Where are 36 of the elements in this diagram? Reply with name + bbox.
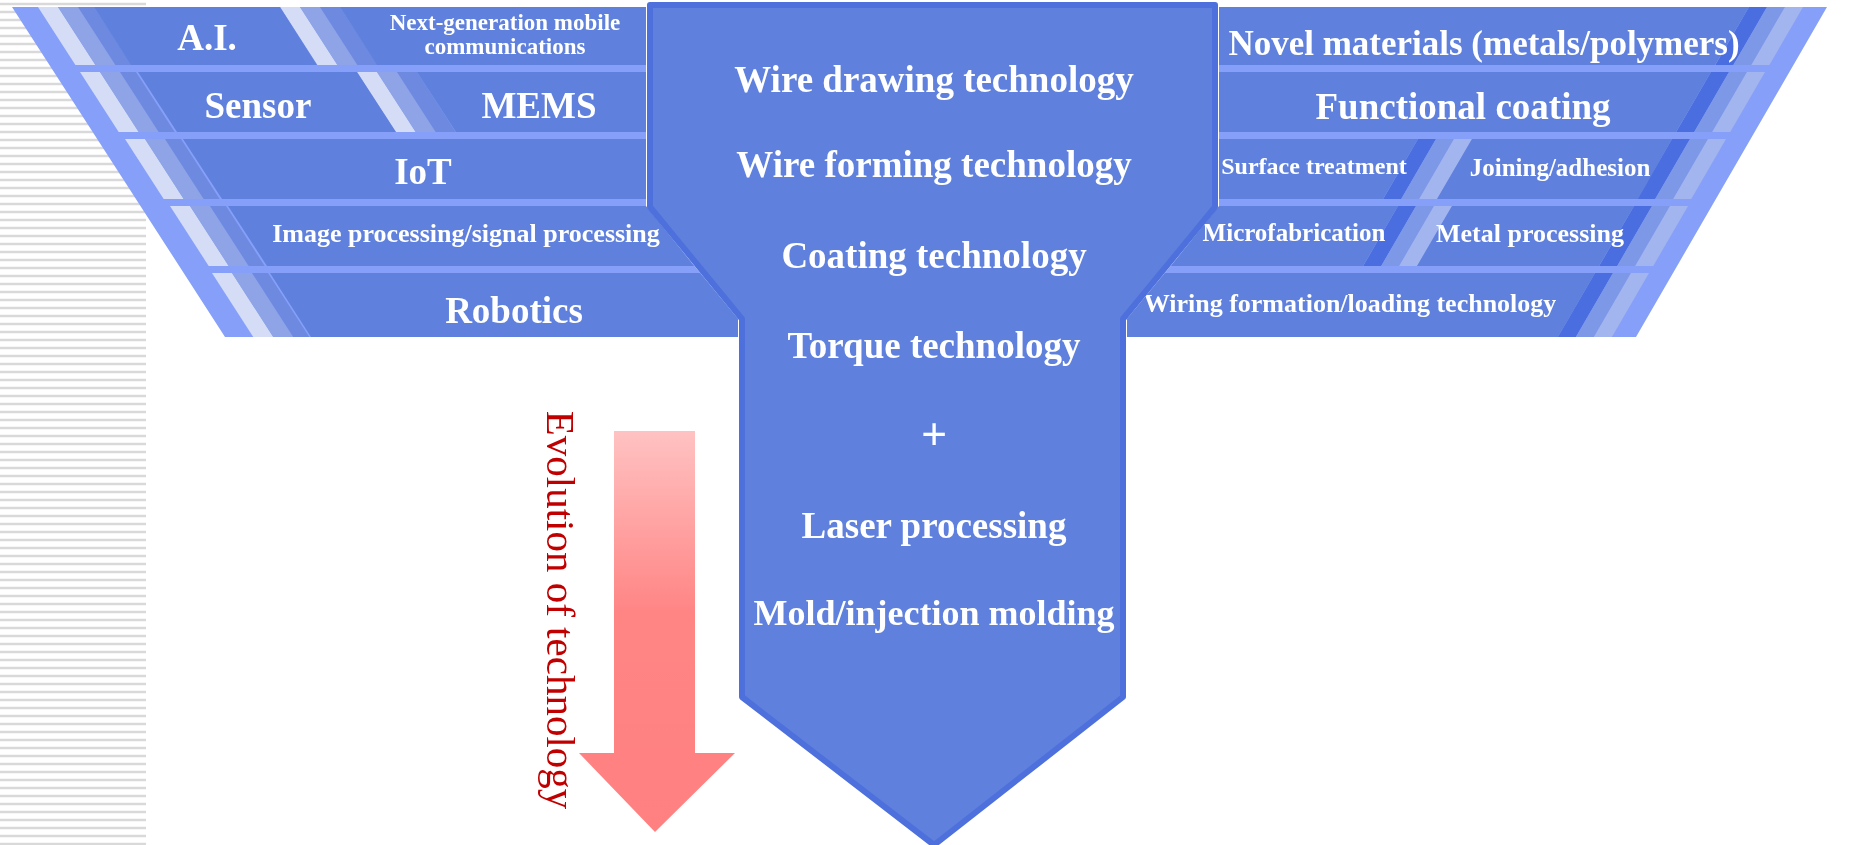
segment-label: Metal processing: [1436, 220, 1624, 248]
segment-label: Novel materials (metals/polymers): [1228, 25, 1740, 63]
segment-label: Image processing/signal processing: [272, 220, 660, 248]
segment-label: Microfabrication: [1202, 219, 1386, 247]
band-segment: [183, 139, 646, 199]
segment-label: IoT: [394, 152, 452, 192]
band-segment: [1219, 139, 1418, 199]
segment-label: Surface treatment: [1221, 154, 1407, 180]
band-segment: [1219, 72, 1711, 132]
band-segment: [417, 72, 646, 132]
technology-label: Laser processing: [801, 506, 1067, 546]
band-segment: [1437, 139, 1672, 199]
technology-label: Mold/injection molding: [753, 595, 1115, 633]
band-segment: [1127, 273, 1595, 337]
segment-label: Joining/adhesion: [1469, 154, 1651, 182]
band-segment: [1219, 7, 1749, 65]
segment-label: MEMS: [481, 86, 597, 126]
technology-label: Wire forming technology: [736, 145, 1132, 185]
segment-label: A.I.: [177, 18, 237, 58]
technology-label: Coating technology: [781, 236, 1087, 276]
band-segment: [1171, 206, 1398, 266]
technology-label: +: [920, 410, 948, 460]
segment-label: Robotics: [445, 291, 583, 331]
segment-label: Wiring formation/loading technology: [1143, 290, 1557, 318]
band-segment: [1417, 206, 1634, 266]
segment-label: Functional coating: [1315, 87, 1611, 127]
band-segment: [138, 72, 396, 132]
band-segment: [94, 7, 317, 65]
band-segment: [270, 273, 738, 337]
segment-label: Next-generation mobile communications: [388, 10, 622, 60]
axis-label: Evolution of technology: [537, 410, 585, 810]
technology-label: Torque technology: [787, 326, 1081, 366]
band-segment: [228, 206, 694, 266]
band-segment: [340, 7, 646, 65]
segment-label: Sensor: [204, 86, 312, 126]
technology-label: Wire drawing technology: [734, 60, 1134, 100]
